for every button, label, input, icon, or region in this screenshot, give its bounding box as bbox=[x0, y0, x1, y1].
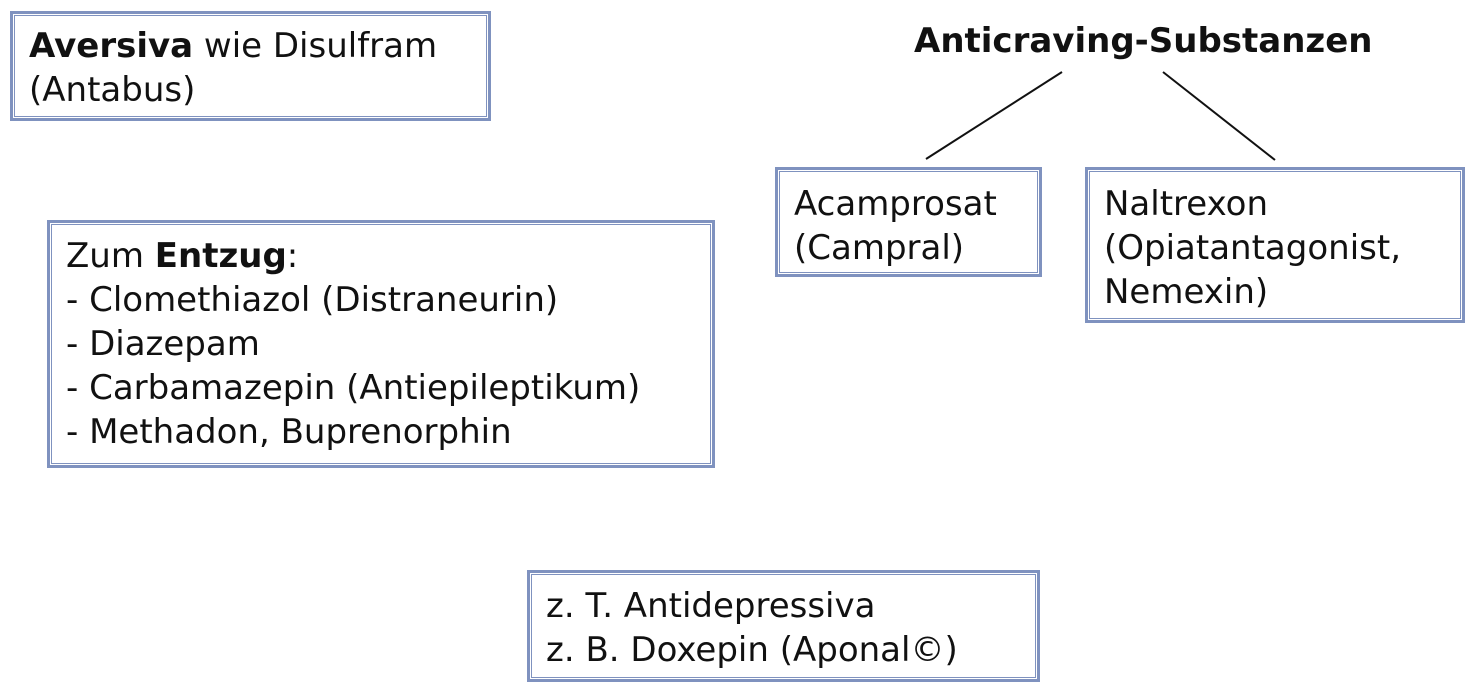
entzug-heading-line: Zum Entzug: bbox=[66, 234, 712, 278]
entzug-item: - Diazepam bbox=[66, 324, 260, 364]
naltrexon-line-2: (Opiatantagonist, bbox=[1104, 228, 1402, 268]
aversiva-rest-label: wie Disulfram bbox=[193, 26, 438, 66]
entzug-box: Zum Entzug: - Clomethiazol (Distraneurin… bbox=[47, 220, 715, 468]
antidepressiva-box: z. T. Antidepressiva z. B. Doxepin (Apon… bbox=[527, 570, 1040, 682]
naltrexon-line-3: Nemexin) bbox=[1104, 272, 1269, 312]
entzug-item: - Carbamazepin (Antiepileptikum) bbox=[66, 368, 641, 408]
acamprosat-line-1: Acamprosat bbox=[794, 184, 997, 224]
aversiva-box: Aversiva wie Disulfram (Antabus) bbox=[10, 11, 491, 121]
naltrexon-line-1: Naltrexon bbox=[1104, 184, 1269, 224]
aversiva-line-1: Aversiva wie Disulfram bbox=[29, 24, 488, 68]
antidepressiva-line-2: z. B. Doxepin (Aponal©) bbox=[546, 630, 958, 670]
connector-to-naltrexon bbox=[1162, 71, 1276, 161]
entzug-prefix: Zum bbox=[66, 236, 155, 276]
aversiva-line-2: (Antabus) bbox=[29, 70, 196, 110]
anticraving-heading: Anticraving-Substanzen bbox=[914, 21, 1373, 61]
acamprosat-box: Acamprosat (Campral) bbox=[775, 167, 1042, 277]
entzug-item: - Methadon, Buprenorphin bbox=[66, 412, 512, 452]
entzug-suffix: : bbox=[286, 236, 299, 276]
connector-to-acamprosat bbox=[925, 71, 1063, 160]
aversiva-bold-label: Aversiva bbox=[29, 26, 194, 66]
entzug-item: - Clomethiazol (Distraneurin) bbox=[66, 280, 559, 320]
entzug-bold-label: Entzug bbox=[154, 236, 287, 276]
acamprosat-line-2: (Campral) bbox=[794, 228, 965, 268]
antidepressiva-line-1: z. T. Antidepressiva bbox=[546, 586, 876, 626]
naltrexon-box: Naltrexon (Opiatantagonist, Nemexin) bbox=[1085, 167, 1465, 323]
